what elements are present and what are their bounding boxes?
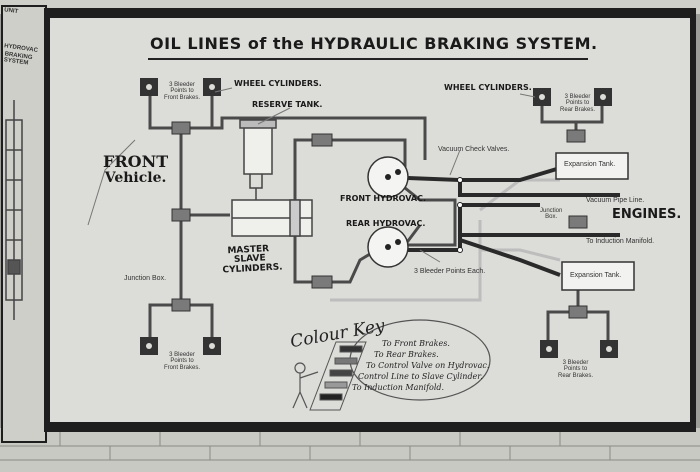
- colour-key-item-1: To Front Brakes.: [382, 339, 450, 348]
- junction-box-front-bottom: [171, 298, 191, 312]
- label-front: FRONT: [103, 152, 169, 171]
- vacuum-lines: [407, 166, 620, 277]
- label-reserve-tank: RESERVE TANK.: [252, 100, 323, 109]
- label-vacuum-check-valves: Vacuum Check Valves.: [438, 146, 510, 153]
- label-bleeder-top-right: 3 Bleeder Points to Rear Brakes.: [560, 94, 596, 113]
- label-front-hydrovac: FRONT HYDROVAC.: [340, 194, 426, 203]
- colour-key-item-3: To Control Valve on Hydrovac.: [366, 361, 490, 370]
- label-rear-hydrovac: REAR HYDROVAC.: [346, 219, 426, 228]
- label-wheel-cylinders-left: WHEEL CYLINDERS.: [234, 79, 322, 88]
- label-bleeder-top-left: 3 Bleeder Points to Front Brakes.: [164, 82, 201, 101]
- stick-figure: [292, 362, 319, 409]
- label-front-vehicle: FRONT Vehicle.: [103, 152, 169, 186]
- side-board-title: UNIT HYDROVAC BRAKING SYSTEM: [3, 7, 44, 66]
- label-to-induction-manifold: To Induction Manifold.: [586, 238, 655, 245]
- label-master-slave: MASTER SLAVE CYLINDERS.: [221, 244, 283, 275]
- label-vehicle: Vehicle.: [104, 169, 167, 186]
- colour-key-item-5: To Induction Manifold.: [352, 383, 445, 392]
- junction-box-rear-top: [566, 129, 586, 143]
- label-bleeder-bottom-right: 3 Bleeder Points to Rear Brakes.: [558, 360, 594, 379]
- master-slave-cylinders: [231, 199, 313, 237]
- side-board: [1, 5, 47, 443]
- expansion-tank-bottom-box: [561, 261, 635, 291]
- pointer-lines: [87, 87, 536, 263]
- label-junction-box-left: Junction Box.: [124, 275, 167, 282]
- label-bleeder-bottom-left: 3 Bleeder Points to Front Brakes.: [164, 352, 201, 371]
- expansion-tank-top-box: [555, 152, 629, 180]
- colour-key-item-2: To Rear Brakes.: [374, 350, 439, 359]
- junction-box-top-line: [311, 133, 333, 147]
- brick-lines: [0, 430, 700, 461]
- junction-box-rear-mid: [568, 215, 588, 229]
- junction-box-rear-bottom: [568, 305, 588, 319]
- label-bleeder-each: 3 Bleeder Points Each.: [414, 268, 486, 275]
- label-expansion-tank-bottom: Expansion Tank.: [570, 272, 622, 279]
- title-underline: [148, 58, 588, 60]
- side-board-drawing: [5, 100, 23, 320]
- junction-box-bottom-line: [311, 275, 333, 289]
- label-engines: ENGINES.: [612, 207, 682, 222]
- label-vacuum-pipe-line: Vacuum Pipe Line.: [586, 197, 645, 204]
- label-wheel-cylinders-right: WHEEL CYLINDERS.: [444, 83, 532, 92]
- label-expansion-tank-top: Expansion Tank.: [564, 161, 616, 168]
- junction-box-front-top: [171, 121, 191, 135]
- junction-box-front-mid: [171, 208, 191, 222]
- label-junction-box-right: Junction Box.: [540, 208, 563, 221]
- colour-key-item-4: Control Line to Slave Cylinder.: [358, 372, 483, 381]
- junction-boxes: [171, 121, 588, 319]
- wall-bottom: [0, 428, 700, 472]
- colour-key-swatches: [309, 341, 367, 411]
- diagram-title: OIL LINES of the HYDRAULIC BRAKING SYSTE…: [150, 34, 598, 53]
